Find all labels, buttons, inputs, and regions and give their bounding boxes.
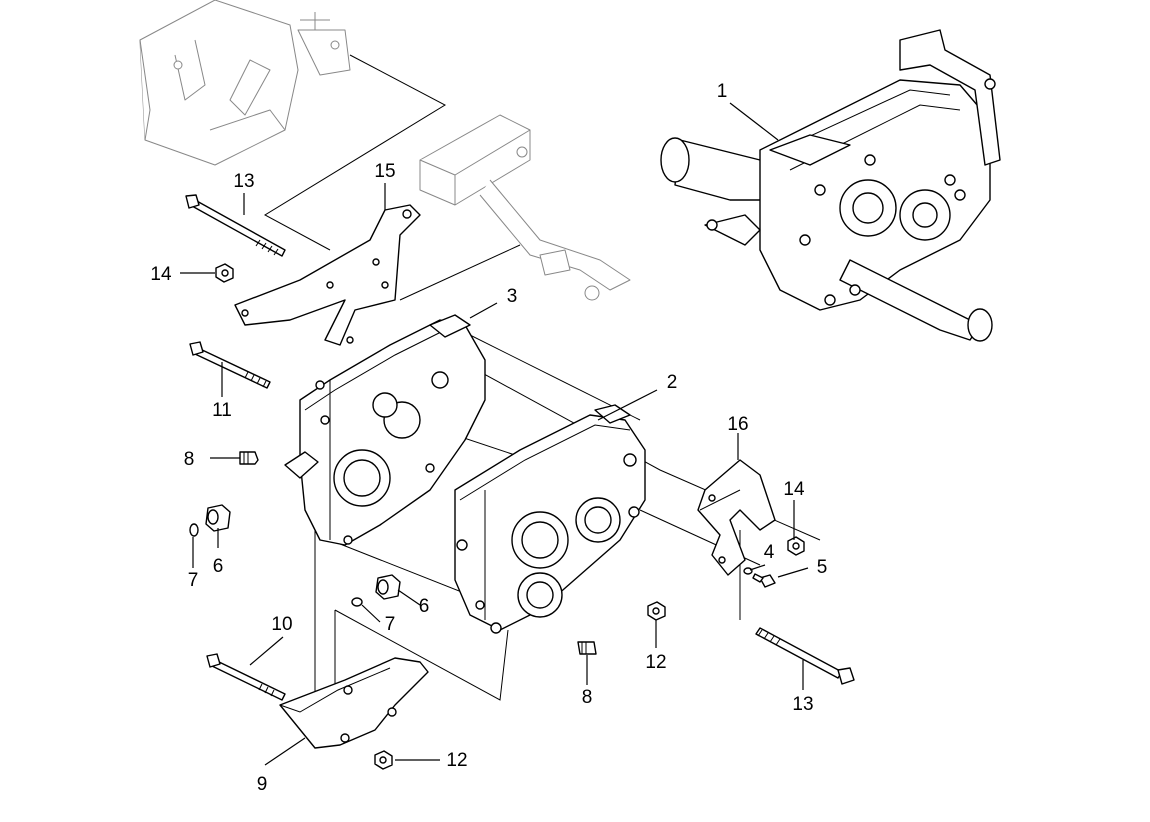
- callout-16: 16: [727, 414, 748, 435]
- callout-11: 11: [212, 400, 232, 421]
- callout-12-bottom: 12: [446, 750, 467, 771]
- callout-2: 2: [667, 372, 678, 393]
- bushing-6-left: [205, 504, 231, 532]
- callout-6-right: 6: [419, 596, 430, 617]
- callout-4: 4: [764, 542, 775, 563]
- mounting-cover-reference: [139, 0, 351, 166]
- callout-15: 15: [374, 161, 395, 182]
- callout-13-top: 13: [233, 171, 254, 192]
- callout-8-bottom: 8: [582, 687, 593, 708]
- frame-tube-reference: [419, 114, 631, 301]
- callout-8-left: 8: [184, 449, 195, 470]
- nut-12-bottom: [374, 750, 393, 770]
- callout-6-left: 6: [213, 556, 224, 577]
- callout-14-right: 14: [783, 479, 805, 500]
- housing-half-2: [454, 404, 646, 634]
- nut-14-left: [215, 263, 234, 283]
- callout-13-bottom: 13: [792, 694, 813, 715]
- callout-5: 5: [817, 557, 828, 578]
- callout-10: 10: [271, 614, 292, 635]
- callout-3: 3: [507, 286, 518, 307]
- plug-8-bottom: [577, 641, 597, 655]
- housing-half-3: [284, 314, 486, 546]
- callout-7-left: 7: [188, 570, 199, 591]
- callout-9: 9: [257, 774, 268, 795]
- callout-labels: 1 2 3 4 5 6 6 7 7 8 8 9 10 11 12 12 13 1…: [150, 81, 827, 795]
- bracket-16: [697, 459, 776, 576]
- nut-12-right: [647, 601, 666, 621]
- bolt-13-top: [185, 194, 286, 257]
- bolt-13-bottom: [755, 627, 855, 685]
- bushing-6-right: [375, 574, 401, 600]
- callout-14-left: 14: [150, 264, 172, 285]
- bolt-5: [752, 573, 776, 588]
- bracket-15: [234, 204, 421, 346]
- nut-14-right: [787, 536, 805, 556]
- callout-7-right: 7: [385, 614, 396, 635]
- plug-8-left: [239, 451, 259, 465]
- oring-7-left: [189, 523, 199, 537]
- washer-4: [743, 567, 753, 575]
- bolt-10: [206, 653, 286, 701]
- oring-7-right: [351, 597, 363, 607]
- callout-12-right: 12: [645, 652, 666, 673]
- callout-1: 1: [717, 81, 728, 102]
- leader-lines: [180, 102, 809, 766]
- bolt-11: [189, 341, 271, 389]
- guard-plate-9: [279, 657, 429, 749]
- transaxle-assembly-1: [660, 29, 1001, 342]
